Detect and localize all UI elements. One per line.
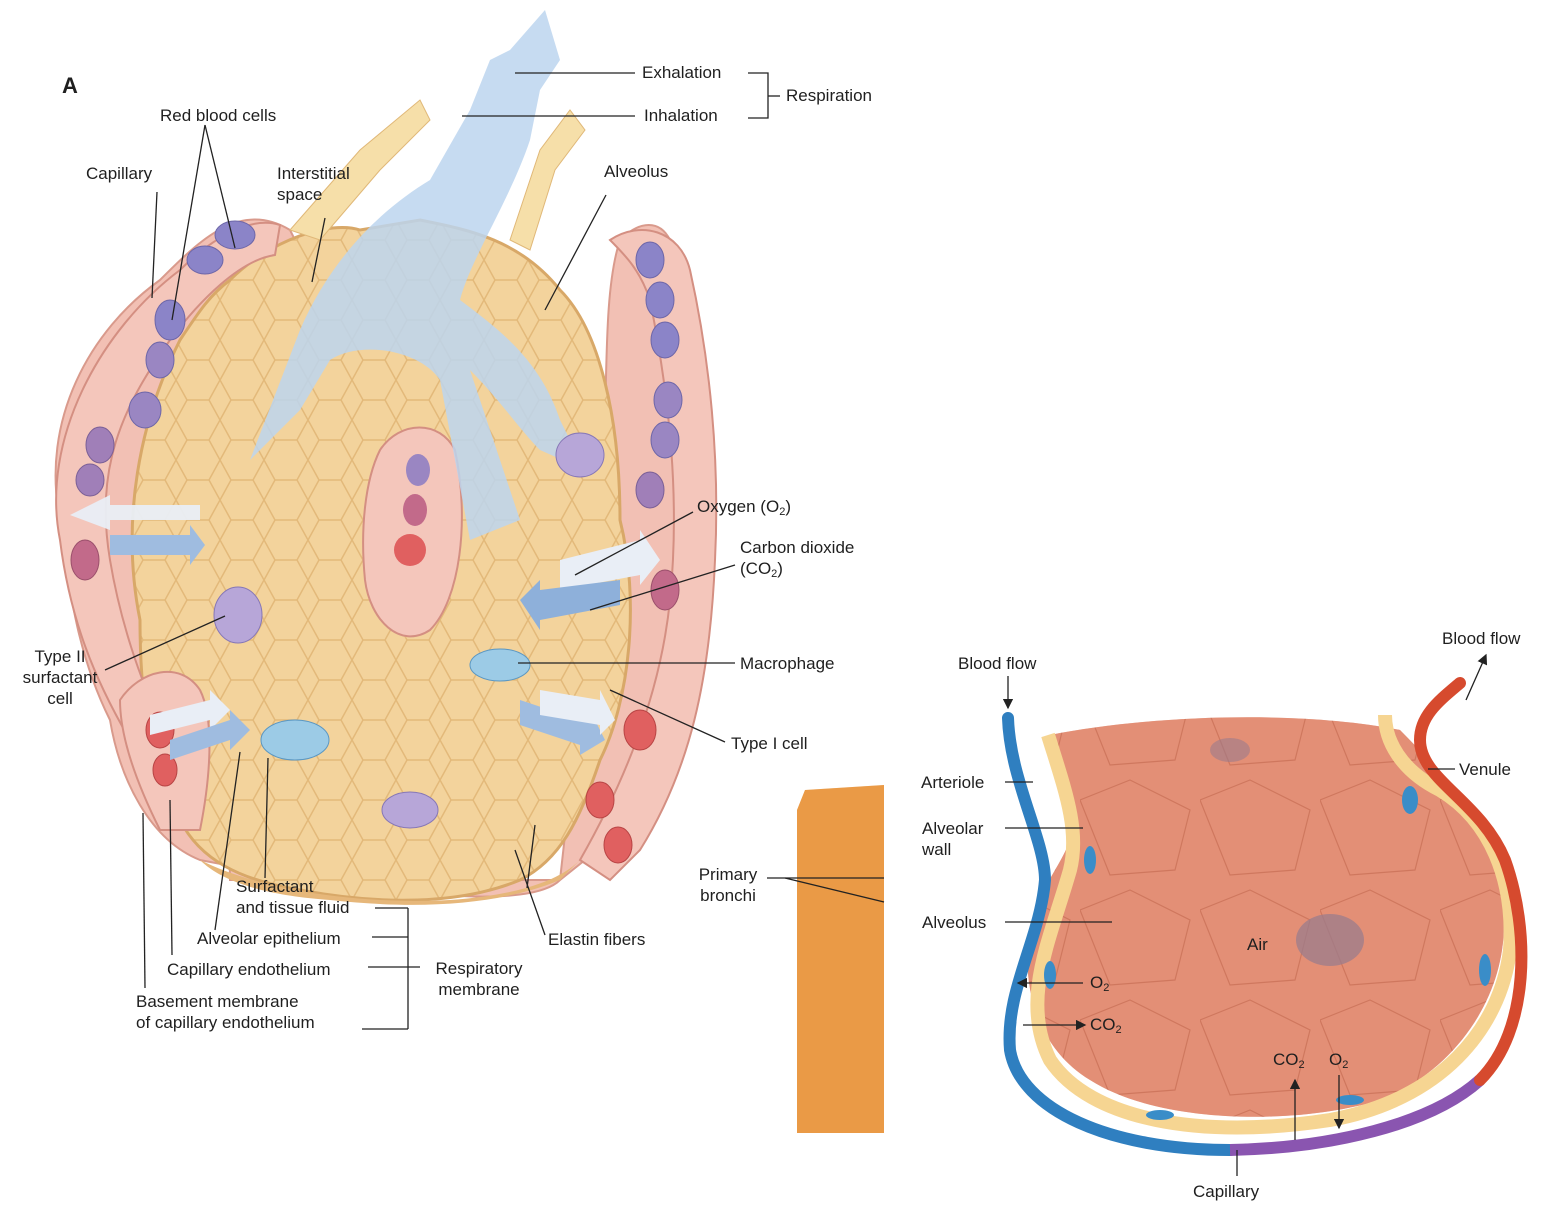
co2-left-text: CO — [1090, 1015, 1116, 1034]
co2-bottom-label: CO2 — [1273, 1049, 1305, 1070]
bronchi-strip — [767, 785, 884, 1133]
oxygen-paren: ) — [785, 497, 791, 516]
surfactant-label: Surfactant and tissue fluid — [236, 876, 349, 918]
respiratory-line-1: Respiratory — [424, 958, 534, 979]
bronchi-line-1: Primary — [688, 864, 768, 885]
type-ii-line-2: surfactant — [12, 667, 108, 688]
alveolar-wall-label: Alveolar wall — [922, 818, 983, 860]
o2-left-sub: 2 — [1103, 982, 1109, 994]
o2-bottom-text: O — [1329, 1050, 1342, 1069]
interstitial-space-label: Interstitial space — [277, 163, 350, 205]
respiratory-membrane-label: Respiratory membrane — [424, 958, 534, 1000]
air-label: Air — [1247, 934, 1268, 955]
co2-left-label: CO2 — [1090, 1014, 1122, 1035]
panel-a-art — [56, 10, 717, 905]
respiratory-line-2: membrane — [424, 979, 534, 1000]
exhalation-label: Exhalation — [642, 62, 721, 83]
alveolar-epithelium-label: Alveolar epithelium — [197, 928, 341, 949]
co2-bottom-text: CO — [1273, 1050, 1299, 1069]
capillary-endothelium-label: Capillary endothelium — [167, 959, 330, 980]
elastin-fibers-label: Elastin fibers — [548, 929, 645, 950]
o2-left-text: O — [1090, 973, 1103, 992]
macrophage-label: Macrophage — [740, 653, 835, 674]
arteriole-label: Arteriole — [921, 772, 984, 793]
oxygen-text: Oxygen (O — [697, 497, 779, 516]
surfactant-line-1: Surfactant — [236, 876, 349, 897]
co2-paren: ) — [777, 559, 783, 578]
type-ii-cell-label: Type II surfactant cell — [12, 646, 108, 709]
venule-label: Venule — [1459, 759, 1511, 780]
o2-bottom-sub: 2 — [1342, 1059, 1348, 1071]
alveolar-wall-line-2: wall — [922, 839, 983, 860]
inhalation-label: Inhalation — [644, 105, 718, 126]
respiration-label: Respiration — [786, 85, 872, 106]
oxygen-label: Oxygen (O2) — [697, 496, 791, 517]
co2-text: (CO — [740, 559, 771, 578]
primary-bronchi-label: Primary bronchi — [688, 864, 768, 906]
capillary-label-a: Capillary — [86, 163, 152, 184]
bronchi-line-2: bronchi — [688, 885, 768, 906]
type-ii-line-3: cell — [12, 688, 108, 709]
basement-line-1: Basement membrane — [136, 991, 315, 1012]
basement-line-2: of capillary endothelium — [136, 1012, 315, 1033]
red-blood-cells-label: Red blood cells — [160, 105, 276, 126]
blood-flow-out-label: Blood flow — [1442, 628, 1520, 649]
interstitial-line-2: space — [277, 184, 350, 205]
co2-line-1: Carbon dioxide — [740, 537, 854, 558]
surfactant-line-2: and tissue fluid — [236, 897, 349, 918]
basement-membrane-label: Basement membrane of capillary endotheli… — [136, 991, 315, 1033]
co2-bottom-sub: 2 — [1299, 1059, 1305, 1071]
blood-flow-in-label: Blood flow — [958, 653, 1036, 674]
co2-left-sub: 2 — [1116, 1024, 1122, 1036]
alveolus-label-b: Alveolus — [922, 912, 986, 933]
type-i-cell-label: Type I cell — [731, 733, 808, 754]
o2-bottom-label: O2 — [1329, 1049, 1348, 1070]
o2-left-label: O2 — [1090, 972, 1109, 993]
co2-line-2: (CO2) — [740, 558, 854, 579]
panel-b-art — [1008, 683, 1521, 1150]
panel-letter: A — [62, 75, 78, 96]
alveolar-wall-line-1: Alveolar — [922, 818, 983, 839]
alveolus-label-a: Alveolus — [604, 161, 668, 182]
type-ii-line-1: Type II — [12, 646, 108, 667]
carbon-dioxide-label: Carbon dioxide (CO2) — [740, 537, 854, 579]
interstitial-line-1: Interstitial — [277, 163, 350, 184]
capillary-label-b: Capillary — [1193, 1181, 1259, 1202]
